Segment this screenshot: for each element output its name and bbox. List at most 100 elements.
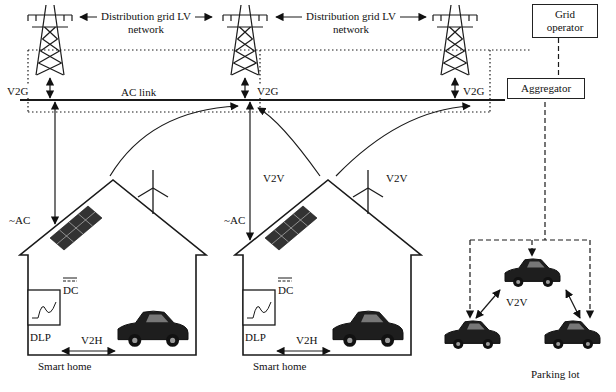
diagram-label: V2G [6, 85, 29, 98]
polygon-stroke [50, 206, 102, 250]
path-stroke [505, 259, 560, 282]
diagram-label: DLP [29, 331, 52, 344]
line-stroke [240, 27, 253, 39]
house-feed [249, 102, 250, 240]
line-stroke [442, 63, 467, 75]
v2v-arrow [566, 290, 580, 318]
car-icon [445, 321, 500, 349]
line-stroke [444, 51, 465, 63]
dc-symbol [63, 281, 77, 282]
line-stroke [153, 188, 168, 197]
line-stroke [227, 26, 263, 27]
pylon-symbol [433, 5, 477, 75]
node-text: Grid operator [537, 8, 593, 34]
line-stroke [272, 212, 310, 244]
diagram-label: V2G [256, 85, 279, 98]
circle-stroke [486, 342, 490, 346]
diagram-label: V2H [295, 334, 318, 347]
line-stroke [138, 188, 153, 197]
v2v-arrow [110, 106, 238, 176]
line-stroke [234, 51, 255, 63]
v2g-arrow [244, 78, 245, 98]
circle-stroke [453, 339, 463, 349]
line-stroke [433, 14, 477, 15]
diagram-label: V2G [462, 85, 485, 98]
dc-symbol [63, 278, 77, 279]
line-stroke [230, 15, 231, 21]
line-stroke [448, 39, 465, 51]
control-line [28, 49, 532, 50]
line-stroke [432, 15, 433, 21]
line-stroke [223, 14, 267, 15]
aggregator-line [589, 240, 590, 318]
line-stroke [39, 63, 64, 75]
line-stroke [440, 15, 441, 21]
diagram-label: Distribution grid LV network [302, 10, 400, 36]
line-stroke [238, 27, 251, 39]
diagram-label: ~AC [223, 214, 246, 227]
solar-panel [50, 206, 102, 250]
connector [558, 38, 559, 78]
circle-stroke [456, 342, 460, 346]
car-icon [118, 311, 188, 347]
line-stroke [39, 51, 60, 63]
circle-stroke [128, 334, 141, 347]
circle-stroke [483, 339, 493, 349]
car-icon [545, 321, 600, 349]
wind-turbine [353, 170, 383, 214]
dc-symbol [278, 281, 292, 282]
circle-stroke [166, 334, 179, 347]
line-stroke [43, 39, 60, 51]
control-line [489, 50, 490, 112]
path-stroke [146, 315, 168, 323]
diagram-label: DC [277, 284, 294, 297]
line-stroke [232, 63, 257, 75]
path-stroke [567, 324, 585, 330]
line-stroke [368, 188, 383, 197]
diagram-label: DLP [244, 331, 267, 344]
pylon-symbol [223, 5, 267, 75]
line-stroke [152, 170, 153, 188]
line-stroke [446, 51, 467, 63]
circle-stroke [381, 334, 394, 347]
load-curve [32, 302, 56, 318]
line-stroke [32, 26, 68, 27]
diagram-label: Parking lot [530, 368, 581, 381]
diagram-label: V2V [262, 172, 285, 185]
node-heading: Smart home [253, 360, 306, 373]
path-stroke [545, 321, 600, 344]
path-stroke [467, 324, 485, 330]
line-stroke [41, 51, 62, 63]
path-stroke [118, 311, 188, 340]
circle-stroke [170, 338, 175, 343]
path-stroke [333, 311, 403, 340]
line-stroke [236, 51, 257, 63]
v2v-arrow [476, 290, 500, 318]
process-box: Grid operator [532, 4, 598, 38]
line-stroke [45, 27, 58, 39]
line-stroke [437, 26, 473, 27]
line-stroke [446, 39, 463, 51]
path-stroke [527, 262, 545, 268]
line-stroke [57, 212, 95, 244]
line-stroke [444, 63, 469, 75]
line-stroke [448, 27, 461, 39]
circle-stroke [586, 342, 590, 346]
load-curve [247, 302, 271, 318]
control-line [28, 111, 490, 112]
polygon-stroke [265, 206, 317, 250]
line-stroke [41, 39, 58, 51]
circle-stroke [543, 277, 553, 287]
line-stroke [28, 14, 72, 15]
v2g-arrow [454, 78, 455, 98]
diagram-label: V2V [505, 296, 528, 309]
wind-turbine [138, 170, 168, 214]
diagram-label: DC [62, 284, 79, 297]
node-text: Aggregator [512, 82, 580, 95]
path-stroke [361, 315, 383, 323]
v2v-arrow [336, 106, 470, 176]
dc-symbol [278, 278, 292, 279]
line-stroke [367, 170, 368, 188]
control-line [259, 50, 260, 112]
line-stroke [367, 188, 368, 214]
